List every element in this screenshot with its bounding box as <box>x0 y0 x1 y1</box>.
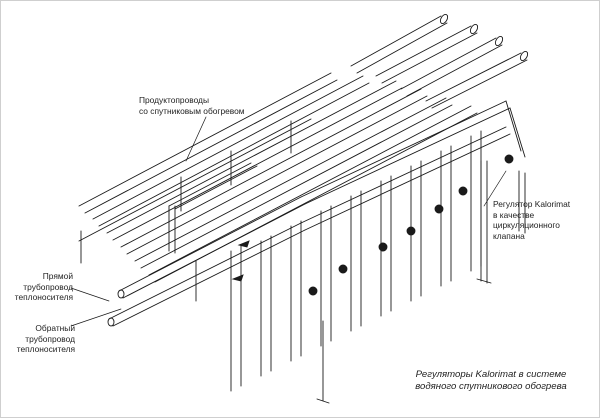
label-product-pipelines-line2: со спутниковым обогревом <box>139 105 245 116</box>
label-kalorimat-regulator: Регулятор Kalorimat в качестве циркуляци… <box>493 199 570 241</box>
caption-line2: водяного спутникового обогрева <box>415 381 567 392</box>
regulators <box>231 154 514 296</box>
label-kalorimat-line2: в качестве <box>493 209 535 220</box>
diagram-caption: Регуляторы Kalorimat в системе водяного … <box>406 369 576 393</box>
label-product-pipelines-line1: Продуктопроводы <box>139 95 209 105</box>
label-kalorimat-line1: Регулятор Kalorimat <box>493 199 571 209</box>
leader-lines <box>70 116 507 327</box>
label-return-pipe-line2: трубопровод <box>25 333 75 344</box>
support-posts <box>195 260 330 404</box>
caption-line1: Регуляторы Kalorimat в системе <box>415 369 567 380</box>
label-return-pipe: Обратный трубопровод теплоносителя <box>13 323 75 355</box>
label-product-pipelines: Продуктопроводы со спутниковым обогревом <box>139 95 245 116</box>
riser-with-kalorimat <box>476 100 526 284</box>
label-kalorimat-line4: клапана <box>493 230 525 241</box>
label-supply-pipe-line2: трубопровод <box>23 281 73 292</box>
heat-carrier-pipes <box>107 100 511 327</box>
label-return-pipe-line1: Обратный <box>35 323 75 333</box>
label-supply-pipe-line3: теплоносителя <box>14 292 73 302</box>
label-supply-pipe-line1: Прямой <box>42 271 73 281</box>
label-kalorimat-line3: циркуляционного <box>493 220 560 230</box>
label-supply-pipe: Прямой трубопровод теплоносителя <box>13 271 73 303</box>
label-return-pipe-line3: теплоносителя <box>16 344 75 354</box>
satellite-loops <box>230 130 482 392</box>
